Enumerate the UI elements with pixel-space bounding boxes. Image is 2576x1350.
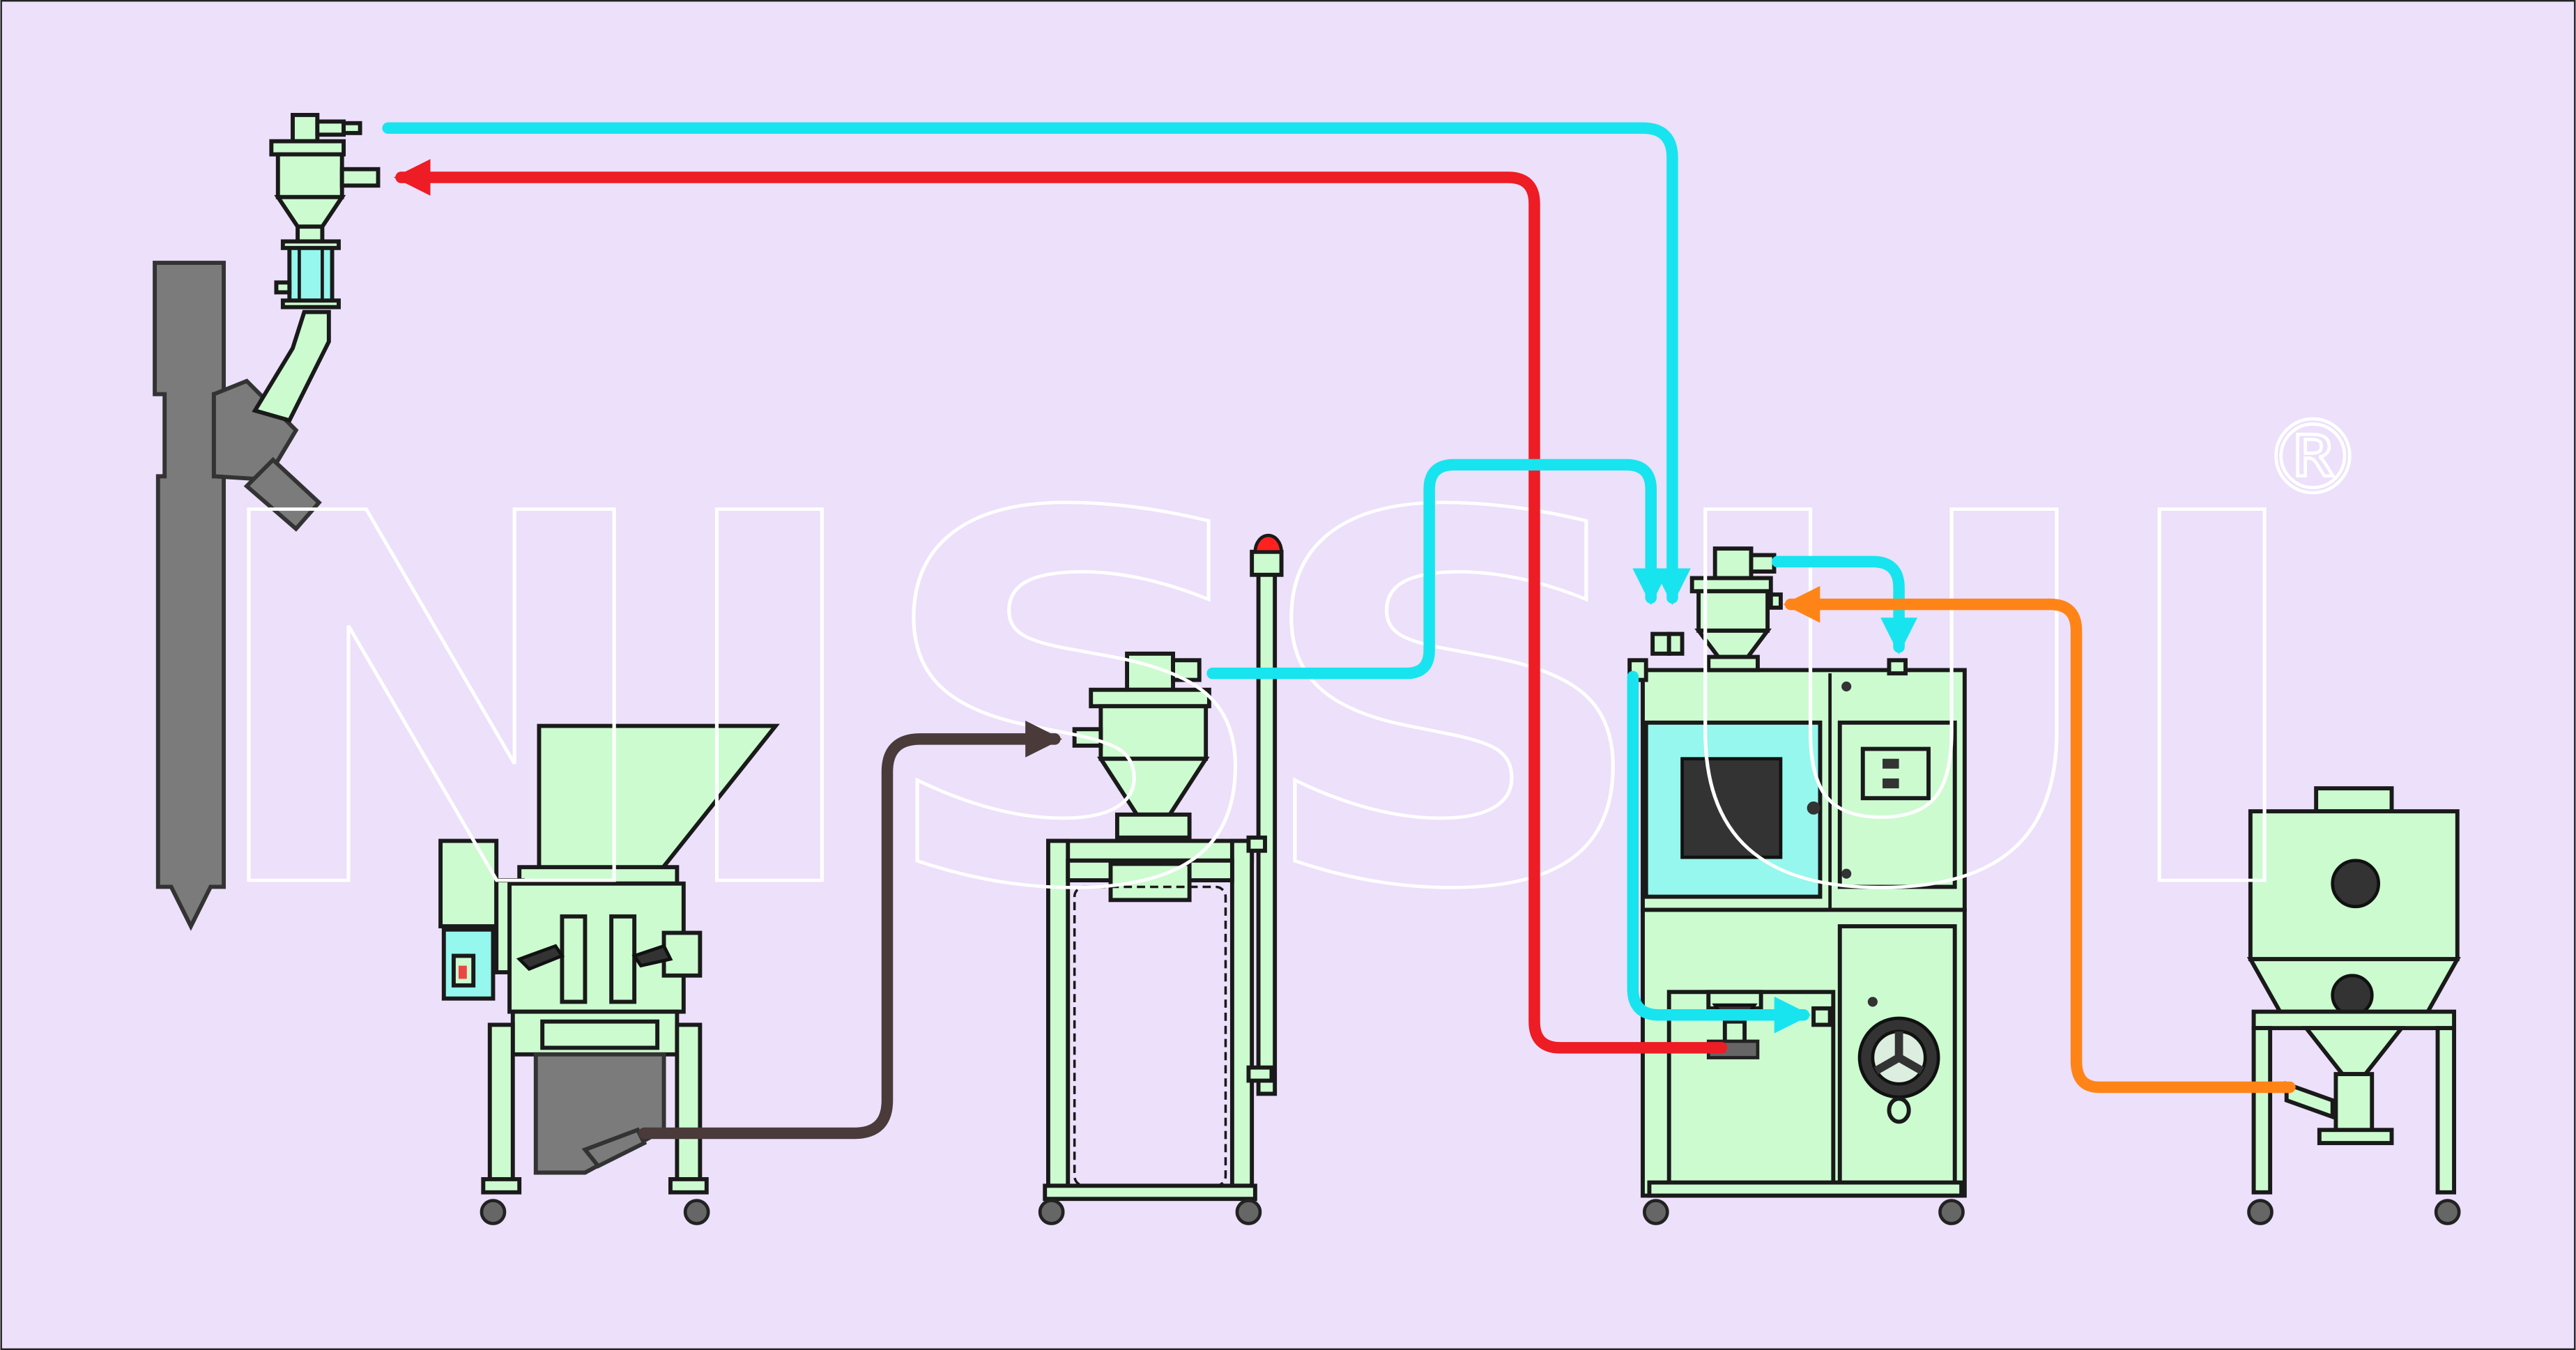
cyan-to-dryer-line (382, 122, 1691, 606)
cyan-collector-to-dryer-line (1206, 459, 1670, 680)
dark-granulator-to-collector-line (638, 721, 1062, 1140)
cyan-dryer-side-line (1627, 670, 1811, 1034)
brand-watermark: NISSUI ® (196, 397, 2366, 1003)
brand-text: NISSUI (197, 408, 2316, 1001)
injection-molding-machine-icon (153, 261, 331, 931)
orange-bin-to-dryer-line (1783, 585, 2296, 1094)
hopper-loader-icon (269, 113, 381, 309)
loader-stand-icon (1038, 533, 1284, 1225)
crusher-icon (438, 723, 780, 1225)
hopper-tank-icon (2246, 786, 2461, 1225)
registered-mark-icon: ® (2262, 399, 2363, 517)
flow-lines (382, 122, 2296, 1140)
red-to-hopper-line (393, 159, 1728, 1054)
cyan-dryer-loop-line (1771, 555, 1917, 654)
dryer-cabinet-icon (1627, 546, 1967, 1225)
